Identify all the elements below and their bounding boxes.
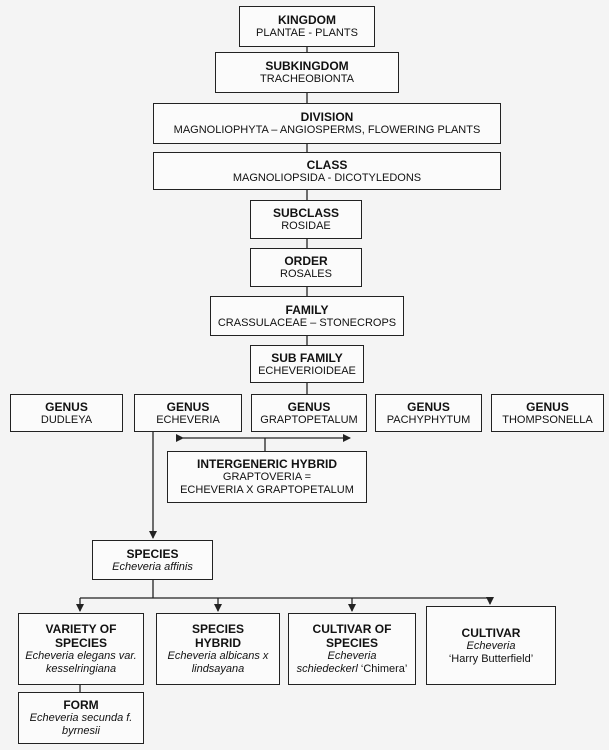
kingdom-value: PLANTAE - PLANTS xyxy=(256,27,358,39)
variety-of-species-box: VARIETY OF SPECIES Echeveria elegans var… xyxy=(18,613,144,685)
subfamily-title: SUB FAMILY xyxy=(271,350,343,365)
family-value: CRASSULACEAE – STONECROPS xyxy=(217,316,397,329)
genus-echeveria-box: GENUS ECHEVERIA xyxy=(134,394,242,432)
species-hybrid-value: Echeveria albicans x lindsayana xyxy=(167,650,269,675)
genus-thompsonella-box: GENUS THOMPSONELLA xyxy=(491,394,604,432)
cultivar-genus: Echeveria xyxy=(466,639,516,652)
genus-value: GRAPTOPETALUM xyxy=(260,413,358,426)
order-title: ORDER xyxy=(284,254,328,268)
genus-value: THOMPSONELLA xyxy=(502,413,593,426)
class-value: MAGNOLIOPSIDA - DICOTYLEDONS xyxy=(232,171,422,184)
subkingdom-value: TRACHEOBIONTA xyxy=(260,73,354,85)
cultivar-name: ‘Harry Butterfield’ xyxy=(448,652,534,665)
order-value: ROSALES xyxy=(280,268,332,280)
genus-title: GENUS xyxy=(526,399,569,414)
form-box: FORM Echeveria secunda f. byrnesii xyxy=(18,692,144,744)
subfamily-box: SUB FAMILY ECHEVERIOIDEAE xyxy=(250,345,364,383)
cultivar-box: CULTIVAR Echeveria ‘Harry Butterfield’ xyxy=(426,606,556,685)
genus-title: GENUS xyxy=(45,399,88,414)
class-box: CLASS MAGNOLIOPSIDA - DICOTYLEDONS xyxy=(153,152,501,190)
genus-value: ECHEVERIA xyxy=(156,413,220,426)
subfamily-value: ECHEVERIOIDEAE xyxy=(258,364,356,377)
genus-value: PACHYPHYTUM xyxy=(386,413,471,426)
kingdom-title: KINGDOM xyxy=(278,13,336,27)
genus-value: DUDLEYA xyxy=(40,413,93,426)
intergeneric-hybrid-box: INTERGENERIC HYBRID GRAPTOVERIA = ECHEVE… xyxy=(167,451,367,503)
cultivar-of-species-name: ‘Chimera’ xyxy=(357,663,408,675)
division-box: DIVISION MAGNOLIOPHYTA – ANGIOSPERMS, FL… xyxy=(153,103,501,144)
division-title: DIVISION xyxy=(300,110,354,124)
genus-title: GENUS xyxy=(287,399,331,414)
variety-title: VARIETY OF SPECIES xyxy=(45,622,117,650)
genus-title: GENUS xyxy=(407,399,450,414)
cultivar-of-species-box: CULTIVAR OF SPECIES Echeveria schiedecke… xyxy=(288,613,416,685)
genus-title: GENUS xyxy=(166,399,210,414)
family-title: FAMILY xyxy=(285,302,329,317)
cultivar-of-species-title: CULTIVAR OF SPECIES xyxy=(312,622,392,650)
species-box: SPECIES Echeveria affinis xyxy=(92,540,213,580)
genus-dudleya-box: GENUS DUDLEYA xyxy=(10,394,123,432)
species-hybrid-title: SPECIES HYBRID xyxy=(191,622,245,650)
order-box: ORDER ROSALES xyxy=(250,248,362,287)
species-hybrid-box: SPECIES HYBRID Echeveria albicans x lind… xyxy=(156,613,280,685)
hybrid-value: GRAPTOVERIA = ECHEVERIA X GRAPTOPETALUM xyxy=(180,471,354,496)
subkingdom-box: SUBKINGDOM TRACHEOBIONTA xyxy=(215,52,399,93)
form-title: FORM xyxy=(63,698,99,712)
hybrid-title: INTERGENERIC HYBRID xyxy=(196,457,337,471)
family-box: FAMILY CRASSULACEAE – STONECROPS xyxy=(210,296,404,336)
class-title: CLASS xyxy=(306,157,348,172)
kingdom-box: KINGDOM PLANTAE - PLANTS xyxy=(239,6,375,47)
subclass-title: SUBCLASS xyxy=(272,206,339,220)
subclass-value: ROSIDAE xyxy=(281,220,331,232)
species-value: Echeveria affinis xyxy=(112,560,193,573)
cultivar-of-species-genus: Echeveria schiedeckerl xyxy=(296,650,377,675)
species-title: SPECIES xyxy=(126,546,179,561)
subclass-box: SUBCLASS ROSIDAE xyxy=(250,200,362,239)
genus-pachyphytum-box: GENUS PACHYPHYTUM xyxy=(375,394,482,432)
cultivar-of-species-value: Echeveria schiedeckerl ‘Chimera’ xyxy=(297,650,408,676)
subkingdom-title: SUBKINGDOM xyxy=(265,59,349,73)
division-value: MAGNOLIOPHYTA – ANGIOSPERMS, FLOWERING P… xyxy=(173,124,481,136)
genus-graptopetalum-box: GENUS GRAPTOPETALUM xyxy=(251,394,367,432)
cultivar-title: CULTIVAR xyxy=(461,625,521,640)
variety-value: Echeveria elegans var. kesselringiana xyxy=(25,650,137,675)
form-value: Echeveria secunda f. byrnesii xyxy=(29,712,133,737)
